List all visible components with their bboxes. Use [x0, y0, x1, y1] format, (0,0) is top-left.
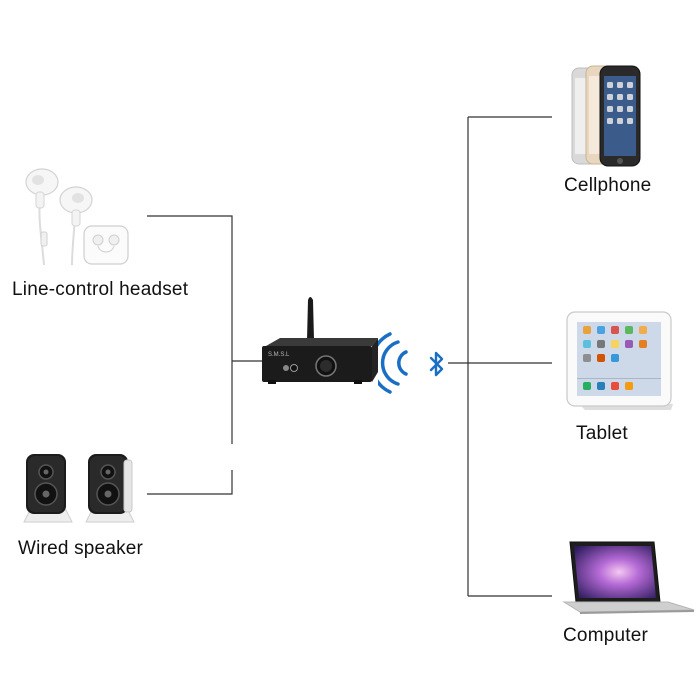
speaker-wire	[147, 470, 232, 494]
earphones-icon	[12, 160, 137, 270]
amplifier-icon: S.M.S.L	[256, 294, 380, 394]
brand-text: S.M.S.L	[268, 352, 290, 358]
wireless-waves-icon	[378, 332, 414, 394]
headset-wire	[147, 216, 232, 444]
cellphone-label: Cellphone	[564, 175, 651, 197]
tablet-icon	[563, 310, 677, 412]
laptop-icon	[556, 540, 698, 614]
speaker-label: Wired speaker	[18, 538, 143, 560]
tablet-label: Tablet	[576, 423, 628, 445]
smartphone-icon	[570, 64, 644, 168]
computer-label: Computer	[563, 625, 648, 647]
headset-label: Line-control headset	[12, 279, 188, 301]
bluetooth-icon	[428, 350, 446, 378]
speaker-icon	[20, 450, 145, 530]
